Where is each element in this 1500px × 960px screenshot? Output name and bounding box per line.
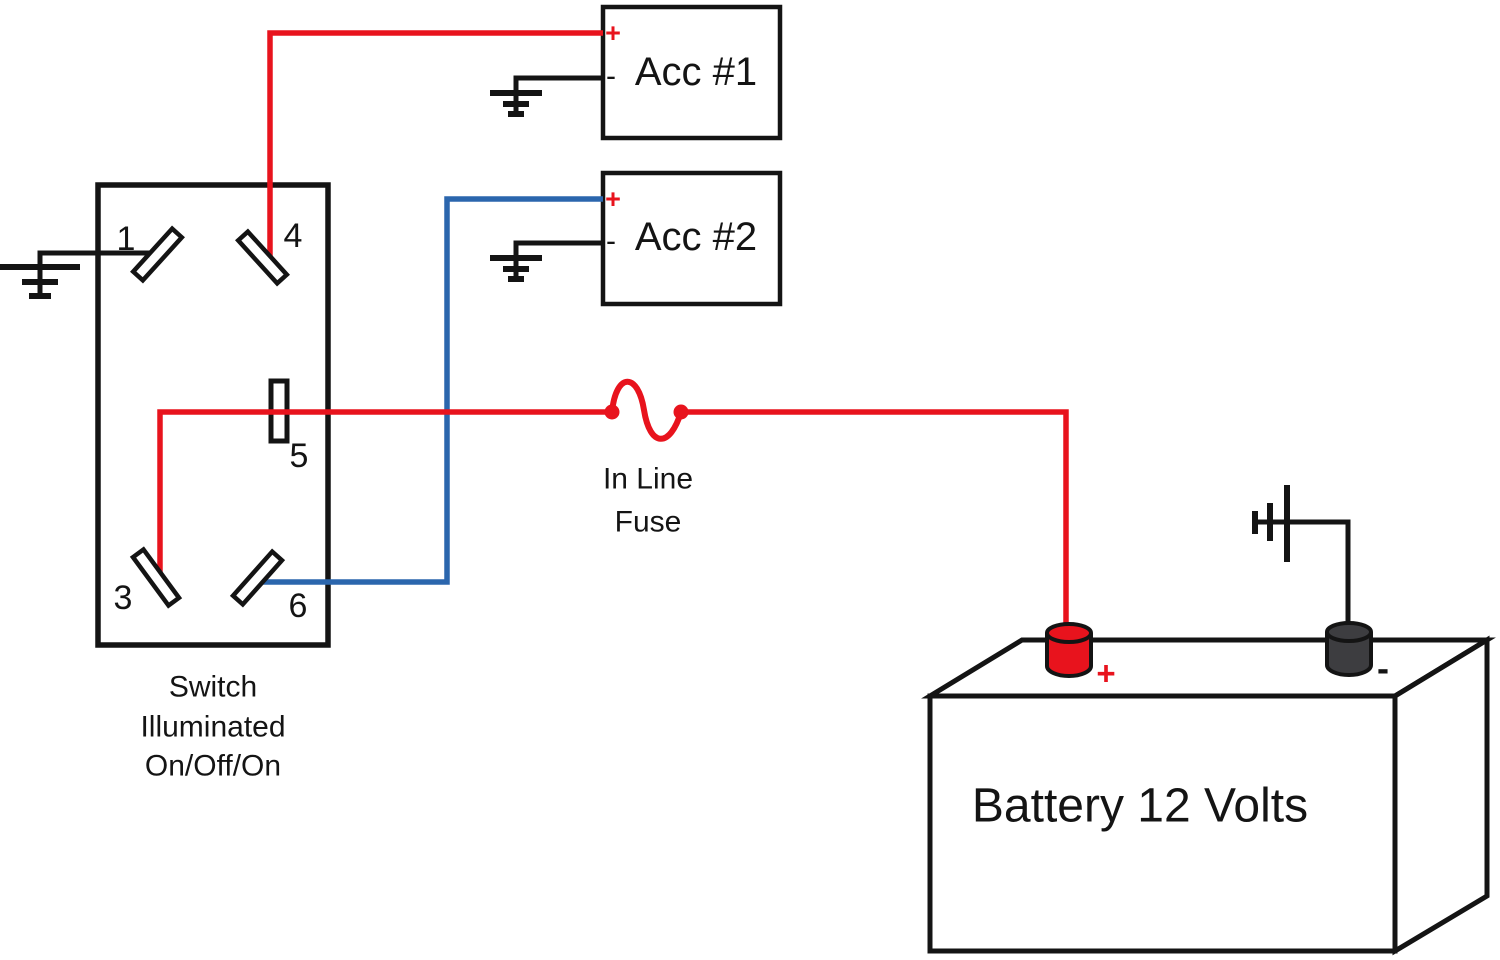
battery-negative-post (1325, 632, 1373, 677)
switch-terminal-3-label: 3 (114, 579, 133, 617)
switch-terminal-5-label: 5 (290, 437, 309, 475)
battery-label: Battery 12 Volts (972, 780, 1308, 833)
ground-icon-switch (0, 250, 157, 299)
fuse-terminal-dot-left (604, 404, 620, 420)
switch-terminal-1-label: 1 (117, 220, 136, 258)
acc1-box (600, 4, 783, 141)
switch-caption-line-2: Illuminated (140, 711, 285, 744)
acc2-label: Acc #2 (635, 215, 757, 259)
switch-terminal-3-contact (129, 546, 183, 609)
ground-wiring (0, 75, 1351, 633)
fuse-symbol (609, 378, 684, 442)
acc1-minus-label: - (606, 60, 616, 93)
acc2-minus-label: - (606, 225, 616, 258)
battery-positive-post (1045, 633, 1093, 678)
fuse-terminal-dot-right (673, 404, 689, 420)
fuse-label-line-2: Fuse (615, 506, 682, 539)
ground-icon-battery (1252, 485, 1351, 633)
battery-top-face (921, 637, 1496, 699)
acc1-plus-label: + (605, 18, 621, 48)
acc2-ground-wire (513, 240, 603, 281)
acc1-ground-wire (513, 75, 603, 116)
battery-negative-post-top (1325, 621, 1373, 643)
acc1-label: Acc #1 (635, 50, 757, 94)
battery-plus-label: + (1096, 655, 1115, 692)
switch-body (95, 182, 331, 648)
switch-terminal-4-label: 4 (284, 217, 303, 255)
battery-negative-terminal (1325, 621, 1373, 677)
battery-front-face (927, 693, 1398, 954)
ground-icon-acc1 (490, 75, 603, 117)
positive-wiring (157, 30, 1069, 634)
switch-caption-line-1: Switch (169, 671, 257, 704)
switch-caption-line-3: On/Off/On (145, 750, 281, 783)
battery-positive-terminal (1045, 622, 1093, 678)
labels: 1 4 5 3 6 Switch Illuminated On/Off/On A… (114, 18, 1389, 833)
ground-icon-acc2 (490, 240, 603, 282)
switch-to-fuse-wire (157, 409, 612, 578)
fuse-label-line-1: In Line (603, 463, 693, 496)
acc2-box (600, 170, 783, 307)
switch-terminal-6-contact (229, 548, 286, 608)
acc2-positive-wire (256, 196, 603, 585)
battery-positive-post-top (1045, 622, 1093, 644)
switch-terminal-4-contact (235, 228, 290, 287)
battery-side-face (1392, 635, 1490, 956)
battery-minus-label: - (1377, 648, 1389, 689)
switch-contacts (129, 225, 290, 609)
fuse-to-battery-wire (681, 409, 1069, 634)
acc2-plus-label: + (605, 184, 621, 214)
acc1-positive-wire (267, 30, 603, 258)
switch-terminal-1-contact (130, 225, 185, 284)
switch-terminal-6-label: 6 (289, 587, 308, 625)
